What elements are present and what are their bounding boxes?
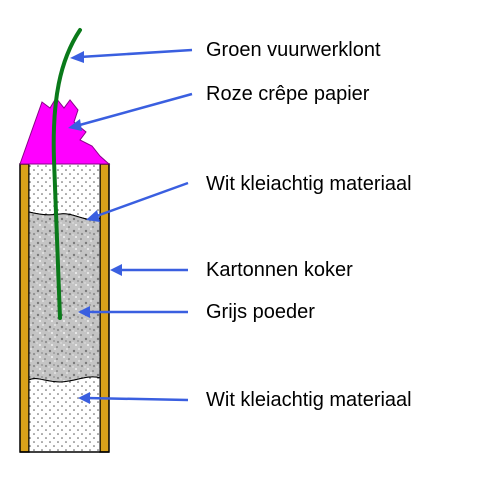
- label-clay-top: Wit kleiachtig materiaal: [206, 173, 412, 195]
- arrow-clay-bottom: [78, 392, 189, 404]
- green-fuse: [51, 28, 82, 320]
- gray-powder: [28, 211, 101, 383]
- label-powder: Grijs poeder: [206, 301, 315, 323]
- label-clay-bottom: Wit kleiachtig materiaal: [206, 389, 412, 411]
- pink-crepe-paper: [19, 97, 111, 165]
- label-paper: Roze crêpe papier: [206, 83, 370, 105]
- arrow-tube: [110, 264, 188, 276]
- arrow-powder: [78, 306, 188, 318]
- clay-top: [28, 163, 101, 221]
- label-fuse: Groen vuurwerklont: [206, 39, 381, 61]
- clay-bottom: [28, 376, 101, 453]
- tube-wall-left: [19, 163, 30, 453]
- arrow-paper: [68, 92, 193, 131]
- arrow-fuse: [70, 48, 193, 63]
- arrow-clay-top: [86, 181, 189, 222]
- tube-wall-right: [99, 163, 110, 453]
- label-tube: Kartonnen koker: [206, 259, 353, 281]
